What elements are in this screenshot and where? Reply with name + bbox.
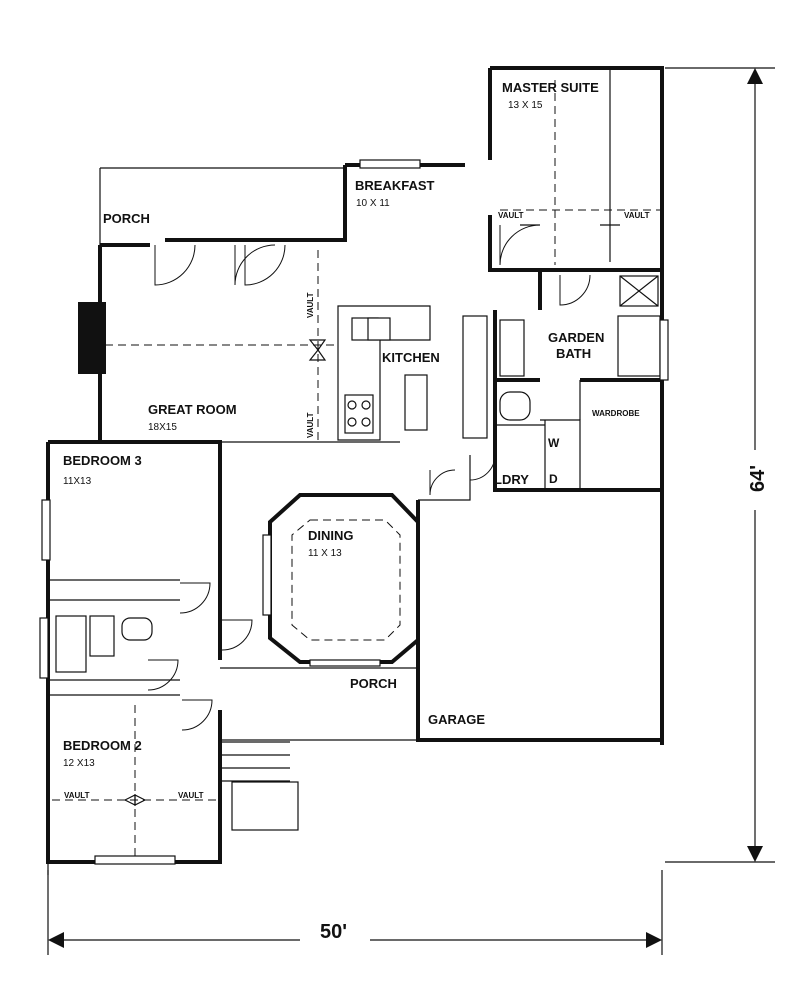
rear-porch-label: PORCH: [103, 211, 150, 226]
vault-label: VAULT: [624, 211, 650, 220]
vault-label: VAULT: [64, 791, 90, 800]
depth-dimension-label: 64': [747, 465, 769, 492]
kitchen-label: KITCHEN: [382, 350, 440, 365]
vault-label: VAULT: [306, 412, 315, 438]
bedroom3-label: BEDROOM 3: [63, 453, 142, 468]
bedroom2-size: 12 X13: [63, 758, 95, 769]
room-labels: MASTER SUITE 13 X 15 BREAKFAST 10 X 11 P…: [63, 80, 640, 769]
doors: [147, 224, 591, 731]
dining-octagon: [268, 493, 420, 664]
washer-label: W: [548, 436, 560, 450]
dimension-width: 50': [47, 870, 663, 955]
dimension-depth: 64': [665, 67, 775, 863]
front-porch-label: PORCH: [350, 676, 397, 691]
vault-label: VAULT: [498, 211, 524, 220]
master-suite-size: 13 X 15: [508, 100, 543, 111]
width-dimension-label: 50': [320, 921, 347, 943]
breakfast-label: BREAKFAST: [355, 178, 435, 193]
windows: [39, 159, 669, 865]
bedroom3-size: 11X13: [63, 476, 92, 487]
garage-label: GARAGE: [428, 712, 485, 727]
great-room-size: 18X15: [148, 422, 177, 433]
vault-labels: VAULT VAULT VAULT VAULT VAULT VAULT: [64, 211, 650, 800]
dryer-label: D: [549, 472, 558, 486]
vault-markers: [123, 224, 620, 806]
front-steps: [222, 741, 299, 831]
wardrobe-label: WARDROBE: [592, 409, 640, 418]
breakfast-size: 10 X 11: [356, 198, 390, 209]
master-suite-label: MASTER SUITE: [502, 80, 599, 95]
dining-size: 11 X 13: [308, 548, 342, 559]
dining-label: DINING: [308, 528, 354, 543]
ceiling-lines: [52, 80, 660, 860]
vault-label: VAULT: [178, 791, 204, 800]
vault-label: VAULT: [306, 292, 315, 318]
garden-bath-label-2: BATH: [556, 346, 591, 361]
great-room-label: GREAT ROOM: [148, 402, 237, 417]
kitchen-counters: [337, 305, 488, 441]
garden-bath-label-1: GARDEN: [548, 330, 604, 345]
laundry-label: LDRY: [494, 472, 529, 487]
bedroom2-label: BEDROOM 2: [63, 738, 142, 753]
